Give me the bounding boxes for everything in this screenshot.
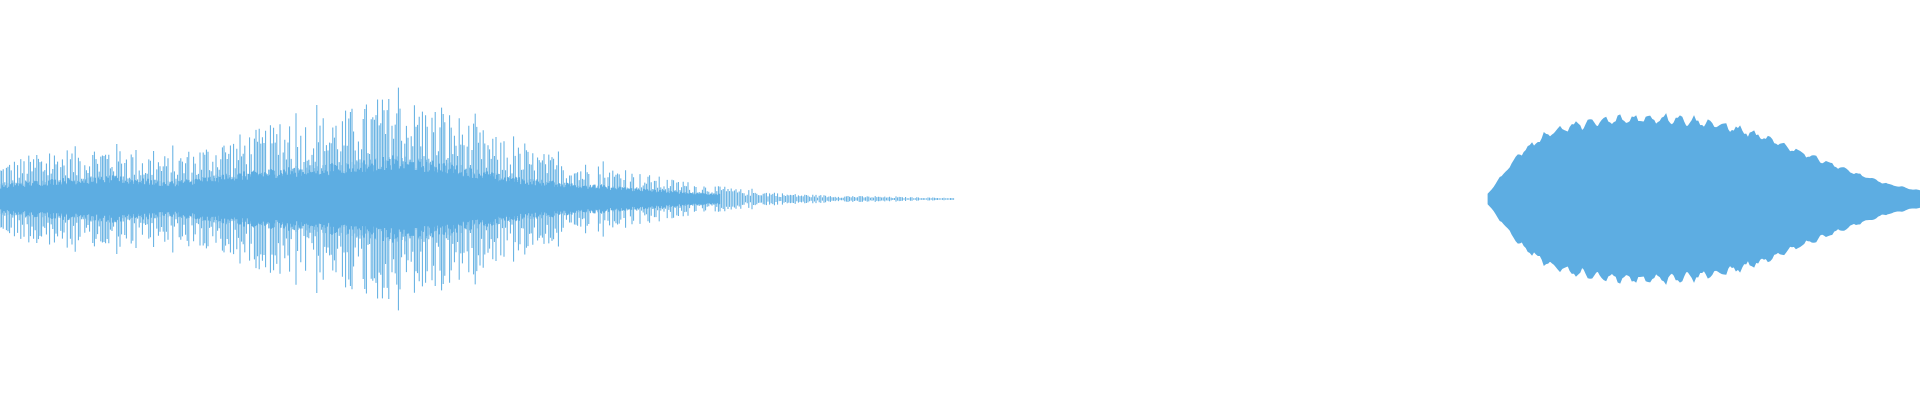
- waveform-segment-first: [0, 87, 955, 311]
- waveform-segment-second: [1487, 113, 1920, 285]
- waveform-path-second: [1487, 113, 1920, 285]
- waveform-core-first: [0, 155, 721, 243]
